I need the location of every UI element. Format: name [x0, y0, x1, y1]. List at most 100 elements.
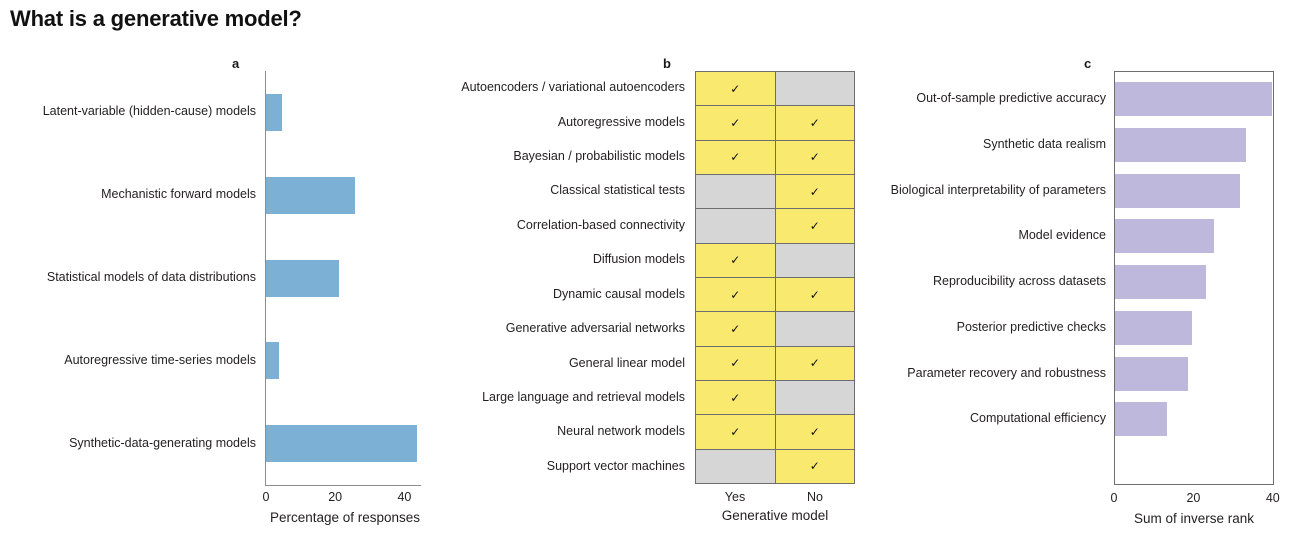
panel-b-row-label: Autoencoders / variational autoencoders — [461, 80, 685, 95]
panel-a-x-tick: 20 — [328, 490, 343, 504]
panel-letter-a: a — [232, 56, 240, 71]
table-row: ✓ — [696, 243, 854, 278]
panel-b-row-label: Generative adversarial networks — [505, 321, 685, 336]
table-row: ✓✓ — [696, 415, 854, 450]
empty-cell — [696, 209, 776, 243]
panel-b-row-label: General linear model — [568, 355, 685, 370]
panel-b-x-axis-label: Generative model — [721, 508, 829, 523]
check-icon: ✓ — [809, 184, 820, 199]
panel-b-column-header: No — [807, 490, 823, 504]
empty-cell — [696, 449, 776, 483]
checkmark-cell: ✓ — [696, 415, 776, 449]
check-icon: ✓ — [809, 356, 820, 371]
check-icon: ✓ — [730, 115, 741, 130]
check-icon: ✓ — [809, 459, 820, 474]
panel-b-row-label: Diffusion models — [592, 252, 685, 267]
panel-c-bar — [1115, 265, 1207, 300]
panel-letter-c: c — [1084, 56, 1092, 71]
panel-a-x-tick: 40 — [397, 490, 412, 504]
table-row: ✓ — [696, 209, 854, 244]
check-icon: ✓ — [809, 287, 820, 302]
panel-b-matrix-chart: ✓✓✓✓✓✓✓✓✓✓✓✓✓✓✓✓✓ Autoencoders / variati… — [461, 71, 855, 523]
checkmark-cell: ✓ — [696, 380, 776, 415]
panel-c-x-tick: 40 — [1265, 491, 1280, 505]
panel-a-x-axis-line — [265, 485, 421, 486]
panel-c-x-axis-label: Sum of inverse rank — [1133, 511, 1255, 526]
table-row: ✓✓ — [696, 346, 854, 381]
check-icon: ✓ — [730, 390, 741, 405]
table-row: ✓✓ — [696, 277, 854, 313]
table-row: ✓ — [696, 72, 854, 107]
panel-b-row-label: Neural network models — [557, 424, 685, 439]
checkmark-cell: ✓ — [775, 140, 854, 174]
panel-c-category-label: Posterior predictive checks — [956, 319, 1106, 334]
panel-b-row-label: Autoregressive models — [557, 114, 685, 129]
panel-c-category-label: Model evidence — [1018, 228, 1106, 243]
empty-cell — [696, 174, 776, 209]
checkmark-cell: ✓ — [696, 72, 776, 106]
checkmark-cell: ✓ — [696, 243, 776, 277]
panel-b-row-label: Large language and retrieval models — [482, 389, 685, 404]
panel-b-row-label: Classical statistical tests — [550, 183, 685, 198]
panel-a-bar — [266, 176, 355, 214]
panel-a-bar — [266, 425, 417, 463]
checkmark-cell: ✓ — [696, 106, 776, 140]
panel-c-bar — [1115, 127, 1246, 162]
empty-cell — [775, 72, 854, 106]
panel-c-x-tick: 0 — [1110, 491, 1118, 505]
panel-a-category-label: Statistical models of data distributions — [46, 270, 256, 284]
panel-a-category-label: Latent-variable (hidden-cause) models — [42, 104, 256, 119]
panel-a-category-label: Synthetic-data-generating models — [69, 435, 256, 450]
panel-a-bar — [266, 342, 279, 380]
checkmark-cell: ✓ — [775, 346, 854, 380]
table-row: ✓✓ — [696, 106, 854, 141]
checkmark-cell: ✓ — [696, 346, 776, 380]
panel-c-category-label: Reproducibility across datasets — [933, 274, 1106, 289]
panel-a-x-axis-label: Percentage of responses — [269, 510, 421, 525]
panel-b-row-label: Correlation-based connectivity — [516, 217, 685, 232]
empty-cell — [775, 312, 854, 346]
panel-c-category-label: Computational efficiency — [970, 411, 1106, 426]
panel-b-row-label: Bayesian / probabilistic models — [513, 149, 685, 164]
panel-c-bar — [1115, 219, 1215, 254]
table-row: ✓ — [696, 449, 854, 483]
generative-model-matrix: ✓✓✓✓✓✓✓✓✓✓✓✓✓✓✓✓✓ — [695, 71, 855, 484]
empty-cell — [775, 243, 854, 277]
panel-c-category-label: Parameter recovery and robustness — [907, 365, 1106, 380]
check-icon: ✓ — [809, 150, 820, 165]
checkmark-cell: ✓ — [775, 106, 854, 140]
panel-a-x-tick: 0 — [262, 490, 270, 504]
table-row: ✓ — [696, 312, 854, 347]
panel-c-category-label: Synthetic data realism — [983, 136, 1106, 151]
checkmark-cell: ✓ — [775, 415, 854, 449]
check-icon: ✓ — [809, 218, 820, 233]
check-icon: ✓ — [730, 356, 741, 371]
checkmark-cell: ✓ — [696, 140, 776, 174]
panel-c-bar — [1115, 82, 1272, 116]
panel-a-category-label: Mechanistic forward models — [101, 187, 256, 202]
checkmark-cell: ✓ — [775, 449, 854, 483]
check-icon: ✓ — [730, 424, 741, 439]
panel-c-bar — [1115, 310, 1193, 345]
figure-title: What is a generative model? — [10, 6, 302, 31]
empty-cell — [775, 380, 854, 415]
panel-a-y-axis-line — [265, 71, 266, 486]
check-icon: ✓ — [730, 253, 741, 268]
checkmark-cell: ✓ — [775, 174, 854, 209]
checkmark-cell: ✓ — [775, 209, 854, 243]
table-row: ✓ — [696, 380, 854, 416]
check-icon: ✓ — [730, 81, 741, 96]
table-row: ✓✓ — [696, 140, 854, 175]
panel-a-bar — [266, 259, 339, 297]
checkmark-cell: ✓ — [775, 277, 854, 312]
checkmark-cell: ✓ — [696, 277, 776, 312]
panel-letter-b: b — [663, 56, 671, 71]
panel-a-category-label: Autoregressive time-series models — [64, 352, 256, 367]
checkmark-cell: ✓ — [696, 312, 776, 346]
panel-c-bar — [1115, 402, 1167, 437]
panel-a-bar — [266, 93, 283, 131]
panel-c-bar — [1115, 356, 1189, 391]
panel-b-row-label: Dynamic causal models — [553, 286, 685, 301]
